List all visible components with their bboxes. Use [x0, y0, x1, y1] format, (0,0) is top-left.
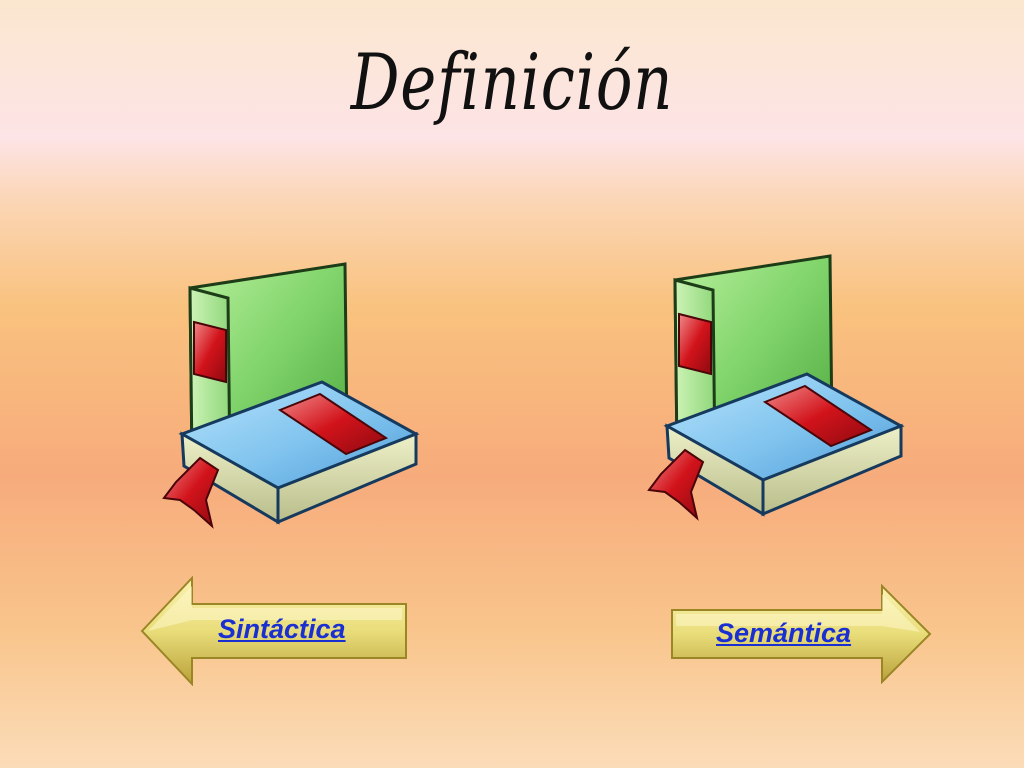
semantica-link-button[interactable]: Semántica — [670, 584, 932, 684]
semantica-link[interactable]: Semántica — [716, 618, 852, 648]
arrow-right-icon — [671, 584, 932, 684]
books-icon — [160, 260, 420, 550]
books-icon — [645, 252, 905, 542]
arrow-left-icon — [140, 576, 407, 686]
sintactica-link-button[interactable]: Sintáctica — [140, 576, 410, 686]
slide-title: Definición — [350, 38, 674, 128]
sintactica-link[interactable]: Sintáctica — [218, 614, 346, 644]
